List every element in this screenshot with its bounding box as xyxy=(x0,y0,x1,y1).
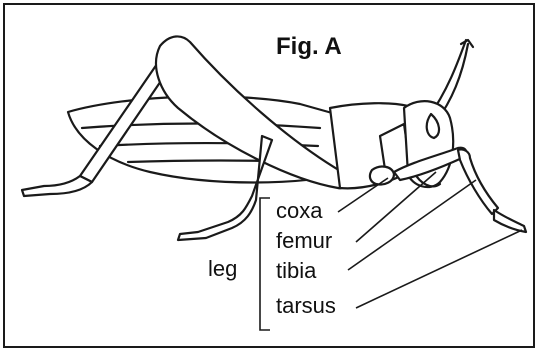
front-tarsus xyxy=(494,210,526,232)
hind-tarsus xyxy=(22,176,92,196)
leg-bracket xyxy=(260,198,270,330)
figure-title: Fig. A xyxy=(276,33,342,61)
label-coxa: coxa xyxy=(276,200,322,222)
label-tarsus: tarsus xyxy=(276,295,336,317)
leg-group-label: leg xyxy=(208,258,237,280)
front-tibia xyxy=(458,149,498,214)
label-femur: femur xyxy=(276,230,332,252)
leader-tarsus xyxy=(356,230,522,308)
label-tibia: tibia xyxy=(276,260,316,282)
